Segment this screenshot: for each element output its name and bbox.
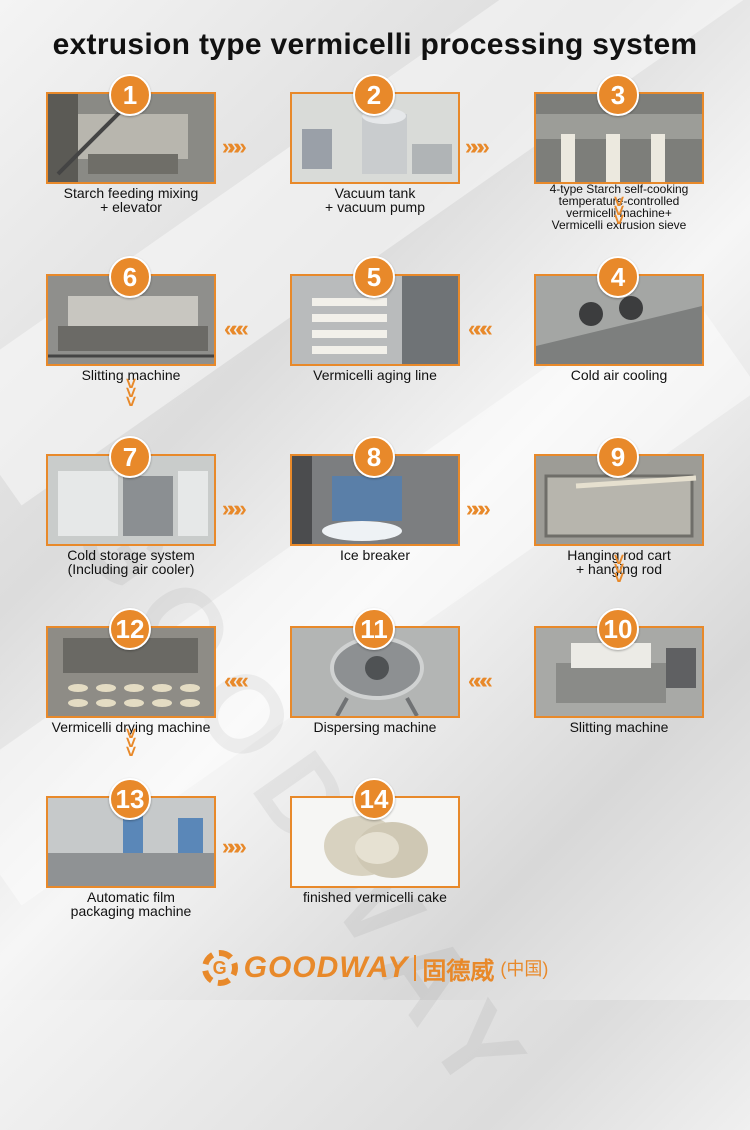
step-number: 8: [353, 436, 395, 478]
step-number: 2: [353, 74, 395, 116]
flow-arrow-down: ˅˅˅: [125, 374, 137, 412]
step-number: 11: [353, 608, 395, 650]
step-number: 10: [597, 608, 639, 650]
aging-line-photo: [290, 274, 460, 366]
cold-storage-photo: [46, 454, 216, 546]
step-number: 5: [353, 256, 395, 298]
step-label: Slitting machine: [81, 367, 181, 383]
step-label: Cold air cooling: [570, 367, 668, 383]
step-label: Slitting machine: [569, 719, 669, 735]
flow-arrow-right: »»»: [222, 134, 247, 159]
step-label: Automatic film packaging machine: [70, 889, 192, 919]
step-number: 6: [109, 256, 151, 298]
flow-arrow-right: »»»: [222, 496, 247, 521]
brand-chinese: 固德威: [422, 957, 495, 985]
brand-name: GOODWAY: [243, 951, 409, 984]
flow-arrow-right: »»»: [466, 496, 491, 521]
step-number: 1: [109, 74, 151, 116]
step-label: 4-type Starch self-cooking temperature-c…: [549, 182, 689, 232]
gear-icon: G: [201, 950, 238, 986]
flow-arrow-left: «««: [468, 668, 493, 693]
flow-arrow-down: ˅˅˅: [613, 550, 625, 588]
slitting-machine-photo: [46, 274, 216, 366]
step-number: 9: [597, 436, 639, 478]
step-number: 13: [109, 778, 151, 820]
goodway-logo: G GOODWAY 固德威 (中国): [0, 950, 750, 986]
brand-country: (中国): [500, 959, 549, 979]
step-number: 3: [597, 74, 639, 116]
step-number: 12: [109, 608, 151, 650]
step-label: Cold storage system (Including air coole…: [67, 547, 195, 577]
flow-arrow-down: ˅˅˅: [125, 724, 137, 762]
step-number: 7: [109, 436, 151, 478]
flow-arrow-left: «««: [468, 316, 493, 341]
flow-arrow-right: »»»: [465, 134, 490, 159]
flow-arrow-down: ˅˅˅: [613, 192, 625, 230]
step-label: Vermicelli aging line: [313, 367, 437, 383]
slitting-machine-2-photo: [534, 626, 704, 718]
step-label: finished vermicelli cake: [303, 889, 447, 905]
logo-divider: [414, 955, 417, 981]
page-title: extrusion type vermicelli processing sys…: [52, 28, 698, 61]
flow-arrow-left: «««: [224, 316, 249, 341]
step-number: 4: [597, 256, 639, 298]
flow-arrow-left: «««: [224, 668, 249, 693]
step-label: Starch feeding mixing + elevator: [63, 185, 199, 215]
step-label: Vermicelli drying machine: [51, 719, 211, 735]
flow-arrow-right: »»»: [222, 834, 247, 859]
vermicelli-cake-photo: [290, 796, 460, 888]
step-label: Hanging rod cart + hanging rod: [567, 547, 671, 577]
step-number: 14: [353, 778, 395, 820]
step-label: Dispersing machine: [313, 719, 437, 735]
step-label: Ice breaker: [339, 547, 411, 563]
step-label: Vacuum tank + vacuum pump: [325, 185, 425, 215]
